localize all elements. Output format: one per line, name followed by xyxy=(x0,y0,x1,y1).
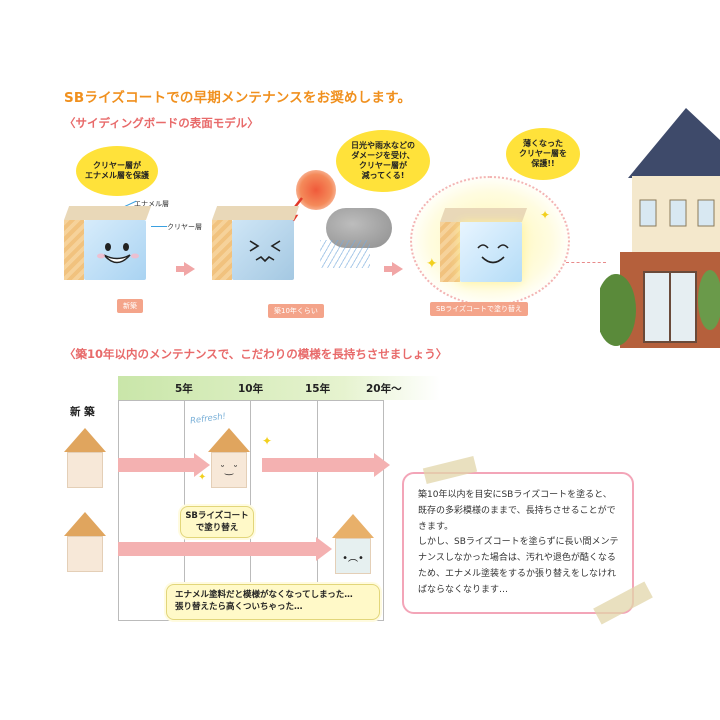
year-5: 5年 xyxy=(175,383,193,395)
timeline-bar-row1-b xyxy=(262,458,374,472)
stage-new-label: 新築 xyxy=(117,299,143,313)
grid-line xyxy=(118,400,384,401)
stage-arrow-2 xyxy=(384,262,403,276)
grid-line xyxy=(118,620,384,621)
dashed-leader xyxy=(566,262,606,263)
cube-new xyxy=(64,206,152,280)
bubble-new: クリヤー層が エナメル層を保護 xyxy=(76,146,158,196)
pointer-clear xyxy=(151,226,167,227)
grid-line xyxy=(118,400,119,620)
sun-icon xyxy=(296,170,336,210)
distressed-face-icon xyxy=(249,240,281,263)
bubble-damage: 日光や雨水などの ダメージを受け、 クリヤー層が 減ってくる! xyxy=(336,130,430,192)
house-icon-faded: •︵• xyxy=(332,514,374,574)
recoat-note: SBライズコート で塗り替え xyxy=(180,506,254,538)
timeline-band xyxy=(118,376,440,400)
timeline-arrow-row1-b xyxy=(374,453,390,477)
timeline-arrow-row2 xyxy=(316,537,332,561)
new-label: 新 築 xyxy=(70,406,95,418)
happy-face-icon xyxy=(97,243,139,264)
surface-section-heading: 〈サイディングボードの表面モデル〉 xyxy=(64,116,259,130)
year-15: 15年 xyxy=(305,383,331,395)
rain-icon xyxy=(320,240,370,268)
sparkle-icon: ✦ xyxy=(540,208,551,222)
stage-arrow-1 xyxy=(176,262,195,276)
enamel-note: エナメル塗料だと模様がなくなってしまった… 張り替えたら高くついちゃった… xyxy=(166,584,380,620)
smiling-face-icon xyxy=(477,244,509,264)
grid-line xyxy=(383,400,384,620)
info-box: 築10年以内を目安にSBライズコートを塗ると、既存の多彩模様のままで、長持ちさせ… xyxy=(402,472,634,614)
year-20: 20年〜 xyxy=(366,383,402,395)
timeline-bar-row2 xyxy=(118,542,316,556)
label-clear: クリヤー層 xyxy=(167,223,202,231)
refresh-label: Refresh! xyxy=(189,411,227,427)
house-icon-new-row2 xyxy=(64,512,106,572)
cube-recoated xyxy=(440,208,528,282)
stage-recoat-label: SBライズコートで塗り替え xyxy=(430,302,529,316)
info-paragraph-1: 築10年以内を目安にSBライズコートを塗ると、既存の多彩模様のままで、長持ちさせ… xyxy=(418,490,616,532)
info-paragraph-2: しかし、SBライズコートを塗らずに長い間メンテナンスしなかった場合は、汚れや退色… xyxy=(418,537,619,595)
house-icon-refreshed: ˘‿˘ xyxy=(208,428,250,488)
timeline-arrow-row1-a xyxy=(194,453,210,477)
cube-aged xyxy=(212,206,300,280)
sparkle-icon: ✦ xyxy=(426,256,438,272)
year-10: 10年 xyxy=(238,383,264,395)
grid-line xyxy=(317,400,318,620)
page-title: SBライズコートでの早期メンテナンスをお奨めします。 xyxy=(64,90,412,106)
maintenance-heading: 〈築10年以内のメンテナンスで、こだわりの模様を長持ちさせましょう〉 xyxy=(64,347,448,361)
bubble-protect: 薄くなった クリヤー層を 保護!! xyxy=(506,128,580,180)
sparkle-icon: ✦ xyxy=(198,472,207,483)
label-enamel: エナメル層 xyxy=(134,200,169,208)
sparkle-icon: ✦ xyxy=(262,434,273,448)
stage-10-label: 築10年くらい xyxy=(268,304,324,318)
timeline-bar-row1-a xyxy=(118,458,194,472)
house-icon-new-row1 xyxy=(64,428,106,488)
house-illustration xyxy=(600,108,720,348)
